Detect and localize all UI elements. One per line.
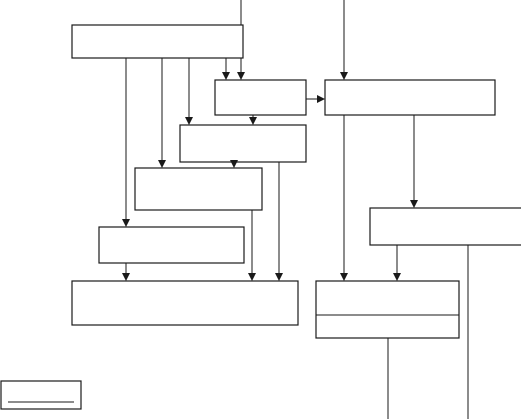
box-center-1 bbox=[179, 124, 307, 163]
box-mid-small bbox=[214, 79, 307, 116]
legend-box bbox=[0, 380, 82, 410]
box-bottom-left bbox=[71, 280, 299, 326]
box-bottom-right bbox=[315, 280, 460, 339]
box-top-left bbox=[71, 24, 244, 59]
box-right-top bbox=[324, 79, 496, 116]
box-left-mid bbox=[98, 226, 245, 264]
box-right-mid bbox=[369, 207, 521, 246]
box-center-2 bbox=[134, 167, 263, 211]
